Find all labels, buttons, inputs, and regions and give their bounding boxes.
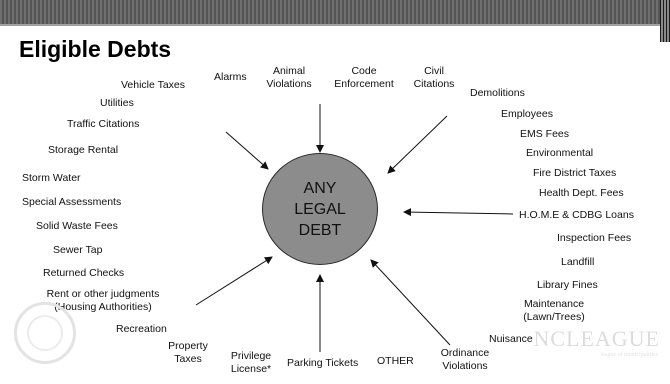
label-rent-judgments-line-1: Rent or other judgments	[46, 288, 160, 300]
label-special-assessments: Special Assessments	[22, 196, 122, 208]
label-other: OTHER	[377, 355, 414, 367]
label-maintenance: Maintenance (Lawn/Trees)	[510, 298, 598, 324]
label-alarms: Alarms	[214, 71, 247, 83]
label-utilities: Utilities	[100, 97, 134, 109]
label-solid-waste-fees: Solid Waste Fees	[36, 220, 118, 232]
label-health-dept-fees: Health Dept. Fees	[539, 187, 624, 199]
label-traffic-citations: Traffic Citations	[67, 118, 140, 130]
label-property-taxes: Property Taxes	[164, 340, 212, 366]
label-rent-judgments-line-2: (Housing Authorities)	[54, 301, 152, 313]
label-employees: Employees	[501, 108, 553, 120]
label-demolitions: Demolitions	[470, 87, 525, 99]
label-code-enforcement-line-2: Enforcement	[334, 78, 394, 90]
label-library-fines: Library Fines	[537, 279, 598, 291]
label-civil-citations-line-2: Citations	[413, 78, 455, 90]
banner-stripes	[0, 0, 670, 26]
label-privilege-license: Privilege License*	[226, 350, 276, 376]
label-environmental: Environmental	[526, 147, 594, 159]
label-civil-citations: Civil Citations	[408, 65, 460, 91]
center-line-1: ANY	[303, 179, 337, 197]
center-line-3: DEBT	[298, 221, 342, 239]
label-maintenance-line-2: (Lawn/Trees)	[523, 311, 585, 323]
label-code-enforcement-line-1: Code	[351, 65, 377, 77]
league-watermark-logo: NCLEAGUE league of municipalities	[533, 326, 660, 358]
label-recreation: Recreation	[116, 323, 167, 335]
label-parking-tickets: Parking Tickets	[287, 357, 359, 369]
watermark-subtext: league of municipalities	[600, 352, 658, 358]
label-ordinance-violations-line-1: Ordinance	[440, 347, 490, 359]
label-privilege-license-line-1: Privilege	[230, 350, 272, 362]
label-storm-water: Storm Water	[22, 172, 81, 184]
label-code-enforcement: Code Enforcement	[331, 65, 397, 91]
any-legal-debt-ellipse: ANY LEGAL DEBT	[262, 153, 378, 265]
top-banner	[0, 0, 670, 26]
label-fire-district-taxes: Fire District Taxes	[533, 167, 617, 179]
corner-decoration	[660, 0, 670, 42]
label-landfill: Landfill	[561, 256, 595, 268]
label-vehicle-taxes: Vehicle Taxes	[121, 79, 186, 91]
watermark-text: NCLEAGUE	[533, 326, 660, 351]
label-sewer-tap: Sewer Tap	[53, 244, 103, 256]
arrow-lower-right	[370, 259, 451, 346]
label-rent-judgments: Rent or other judgments (Housing Authori…	[18, 288, 188, 314]
label-maintenance-line-1: Maintenance	[523, 298, 585, 310]
arrow-upper-left	[225, 131, 269, 170]
label-civil-citations-line-1: Civil	[424, 65, 444, 77]
label-property-taxes-line-1: Property	[168, 340, 208, 352]
label-animal-violations-line-2: Violations	[266, 78, 312, 90]
label-animal-violations-line-1: Animal	[272, 65, 306, 77]
seal-inner-ring	[27, 315, 63, 351]
label-ems-fees: EMS Fees	[520, 128, 570, 140]
slide-title: Eligible Debts	[19, 36, 172, 62]
label-inspection-fees: Inspection Fees	[557, 232, 632, 244]
label-property-taxes-line-2: Taxes	[174, 353, 202, 365]
arrow-right	[403, 208, 514, 217]
label-animal-violations: Animal Violations	[262, 65, 316, 91]
label-ordinance-violations: Ordinance Violations	[437, 347, 493, 373]
label-nuisance: Nuisance	[489, 333, 533, 345]
center-line-2: LEGAL	[294, 200, 346, 218]
label-privilege-license-line-2: License*	[230, 363, 272, 375]
label-ordinance-violations-line-2: Violations	[442, 360, 488, 372]
label-home-cdbg-loans: H.O.M.E & CDBG Loans	[519, 209, 634, 221]
label-storage-rental: Storage Rental	[48, 144, 119, 156]
label-returned-checks: Returned Checks	[43, 267, 125, 279]
arrow-lower-left	[195, 256, 273, 306]
banner-highlight	[0, 24, 670, 26]
seal-watermark	[14, 302, 76, 364]
arrow-upper-right	[387, 115, 448, 174]
